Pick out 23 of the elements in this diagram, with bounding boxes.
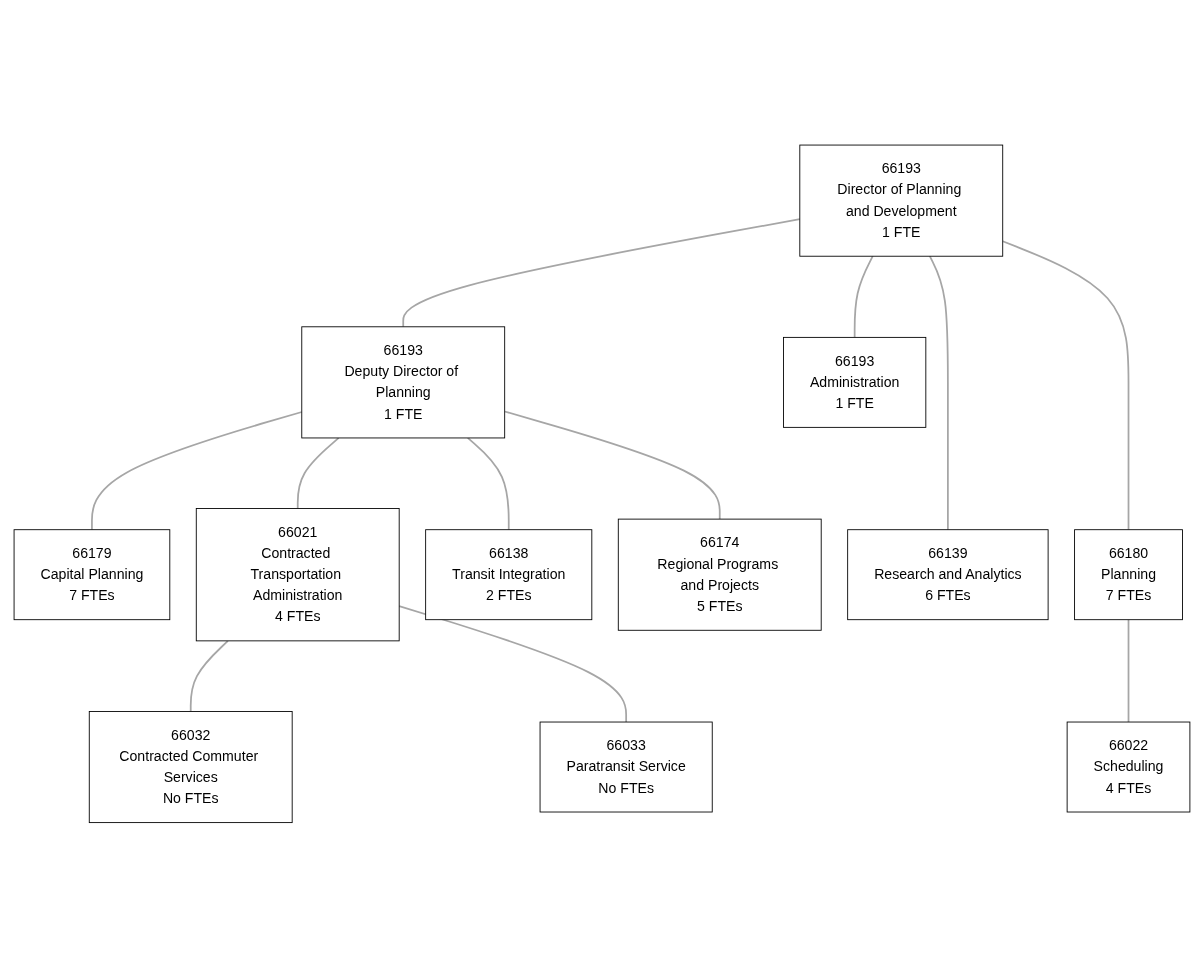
node-box: 66179 Capital Planning 7 FTEs [13,528,171,620]
node-box: 66174 Regional Programs and Projects 5 FTEs [617,518,822,631]
connector [296,436,340,510]
node-box: 66193 Director of Planning and Development 1 FTE [799,144,1004,257]
node-box: 66022 Scheduling 4 FTEs [1066,721,1191,813]
node-box: 66033 Paratransit Service No FTEs [539,721,713,813]
connector [1001,240,1130,531]
connector [853,255,874,338]
connector [402,217,801,328]
connector [1127,618,1130,723]
connector [398,604,628,723]
connector [928,255,949,531]
node-box: 66032 Contracted Commuter Services No FTEs [88,710,293,823]
node-box: 66021 Contracted Transportation Administration 4 FTEs [195,507,400,641]
node-box: 66138 Transit Integration 2 FTEs [425,528,593,620]
node-box: 66180 Planning 7 FTEs [1074,528,1183,620]
node-box: 66193 Deputy Director of Planning 1 FTE [301,326,506,439]
node-box: 66139 Research and Analytics 6 FTEs [847,528,1049,620]
connector [466,436,510,531]
connector [91,410,303,531]
connector [189,639,229,712]
connector [503,410,721,520]
node-box: 66193 Administration 1 FTE [783,336,927,428]
